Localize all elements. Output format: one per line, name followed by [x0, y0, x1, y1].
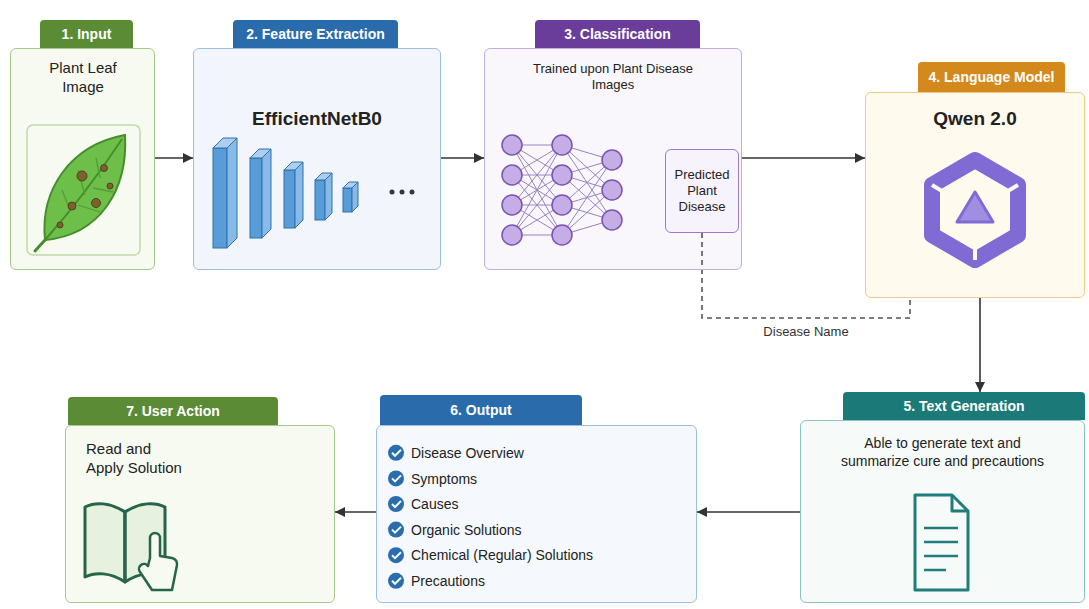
result-text: Predicted Plant Disease: [669, 167, 735, 216]
stage-title: 7. User Action: [126, 403, 220, 419]
stage-tab: 5. Text Generation: [843, 392, 1085, 420]
stage-title: 4. Language Model: [928, 69, 1054, 85]
stage-box: Disease OverviewSymptomsCausesOrganic So…: [376, 425, 697, 603]
output-item: Chemical (Regular) Solutions: [411, 543, 686, 569]
stage-title: 3. Classification: [564, 26, 671, 42]
stage-panel: 1. InputPlant Leaf Image: [10, 20, 155, 270]
output-item: Organic Solutions: [411, 518, 686, 544]
stage-panel: 5. Text GenerationAble to generate text …: [800, 392, 1085, 603]
stage-tab: 1. Input: [40, 20, 133, 48]
connector: [155, 157, 193, 159]
stage-box: Read and Apply Solution: [65, 425, 335, 603]
output-item: Disease Overview: [411, 441, 686, 467]
box-text: Qwen 2.0: [870, 107, 1080, 131]
stage-box: Trained upon Plant Disease ImagesPredict…: [484, 48, 742, 270]
connector: [697, 511, 800, 513]
output-item: Precautions: [411, 569, 686, 595]
box-text: Able to generate text and summarize cure…: [835, 435, 1050, 470]
connector: [742, 157, 865, 159]
stage-box: Plant Leaf Image: [10, 48, 155, 270]
stage-panel: 2. Feature ExtractionEfficientNetB0: [193, 20, 441, 270]
edge-label: Disease Name: [760, 324, 851, 339]
stage-panel: 4. Language ModelQwen 2.0: [865, 62, 1085, 298]
stage-title: 1. Input: [62, 26, 112, 42]
stage-title: 2. Feature Extraction: [246, 26, 385, 42]
box-text: Read and Apply Solution: [86, 440, 186, 478]
stage-tab: 3. Classification: [535, 20, 700, 48]
stage-title: 5. Text Generation: [903, 398, 1024, 414]
stage-box: EfficientNetB0: [193, 48, 441, 270]
stage-tab: 6. Output: [380, 395, 582, 425]
stage-panel: 3. ClassificationTrained upon Plant Dise…: [484, 20, 742, 270]
box-text: Plant Leaf Image: [38, 59, 128, 97]
output-item: Causes: [411, 492, 686, 518]
stage-tab: 7. User Action: [68, 397, 278, 425]
output-item: Symptoms: [411, 467, 686, 493]
stage-title: 6. Output: [450, 402, 511, 418]
connector: [335, 511, 376, 513]
stage-tab: 2. Feature Extraction: [233, 20, 398, 48]
stage-box: Qwen 2.0: [865, 92, 1085, 298]
connector: [979, 298, 981, 392]
connector: [441, 157, 484, 159]
box-text: EfficientNetB0: [198, 107, 436, 131]
box-text: Trained upon Plant Disease Images: [515, 61, 711, 94]
stage-tab: 4. Language Model: [918, 62, 1065, 92]
stage-panel: 7. User ActionRead and Apply Solution: [65, 397, 335, 603]
result-box: Predicted Plant Disease: [665, 149, 739, 233]
stage-box: Able to generate text and summarize cure…: [800, 420, 1085, 603]
stage-panel: 6. OutputDisease OverviewSymptomsCausesO…: [376, 395, 697, 603]
